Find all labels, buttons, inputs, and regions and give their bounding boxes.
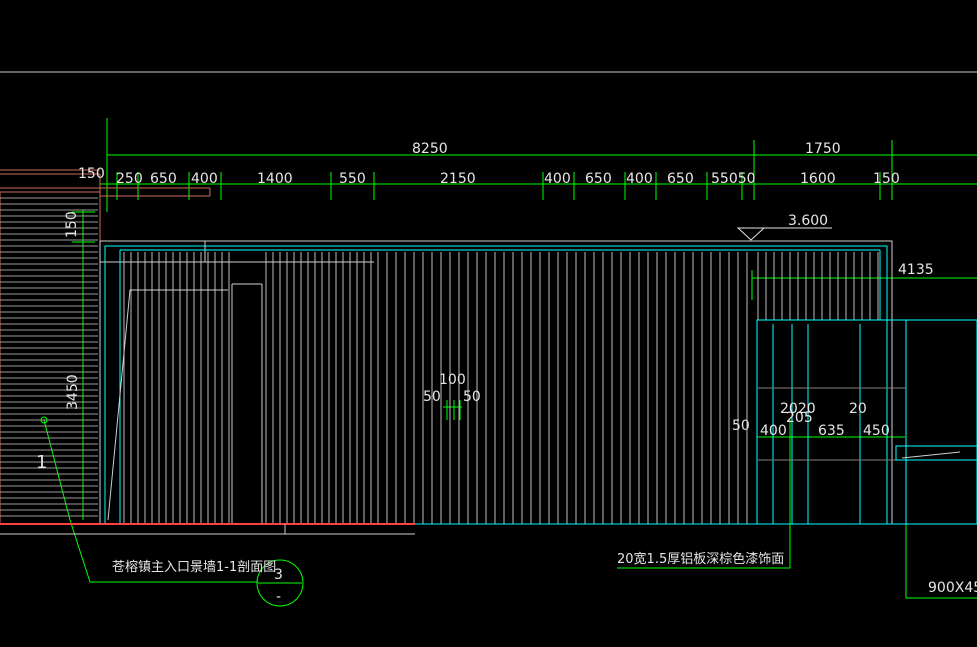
main-wall <box>99 240 893 525</box>
right-glass-panels <box>756 319 977 525</box>
dim-650-a: 650 <box>150 171 177 187</box>
detail-reference-circle <box>256 559 304 607</box>
dim-rd-635: 635 <box>818 423 845 439</box>
detail-circle-top: 3 <box>274 567 283 583</box>
dim-400-b: 400 <box>544 171 571 187</box>
dim-650-c: 650 <box>667 171 694 187</box>
dim-vertical-150: 150 <box>64 211 80 238</box>
dim-550: 550 <box>339 171 366 187</box>
dim-rd-450: 450 <box>863 423 890 439</box>
dim-joint-100: 100 <box>439 372 466 388</box>
dim-150-left: 150 <box>78 166 105 182</box>
dim-rd-2020: 2020 <box>780 401 816 417</box>
dim-55050: 55050 <box>711 171 756 187</box>
section-marker-label: 1 <box>36 452 47 473</box>
dim-vertical-3450: 3450 <box>65 374 81 410</box>
dim-250: 250 <box>116 171 143 187</box>
dim-2150: 2150 <box>440 171 476 187</box>
section-title: 苍榕镇主入口景墙1-1剖面图 <box>112 560 276 575</box>
section-marker-dot <box>40 416 48 424</box>
elevation-marker-icon <box>736 227 766 241</box>
size-note: 900X45 <box>928 580 977 596</box>
dim-650-b: 650 <box>585 171 612 187</box>
dim-level-4135: 4135 <box>898 262 934 278</box>
dim-rd-205: 205 <box>786 410 813 426</box>
dim-rd-400: 400 <box>760 423 787 439</box>
dim-elevation: 3.600 <box>788 213 828 229</box>
left-wall-hatch <box>0 169 211 525</box>
dim-rd-50: 50 <box>732 418 750 434</box>
dim-150-right: 150 <box>873 171 900 187</box>
dim-rd-20: 20 <box>849 401 867 417</box>
dim-1600: 1600 <box>800 171 836 187</box>
dim-400-c: 400 <box>626 171 653 187</box>
dim-overall-left: 8250 <box>412 141 448 157</box>
dim-overall-right: 1750 <box>805 141 841 157</box>
material-note: 20宽1.5厚铝板深棕色漆饰面 <box>617 551 784 567</box>
dim-400-a: 400 <box>191 171 218 187</box>
dim-joint-50-left: 50 <box>423 389 441 405</box>
dim-1400: 1400 <box>257 171 293 187</box>
dimension-lines <box>43 118 977 599</box>
detail-circle-bottom: - <box>276 589 281 605</box>
dim-joint-50-right: 50 <box>463 389 481 405</box>
